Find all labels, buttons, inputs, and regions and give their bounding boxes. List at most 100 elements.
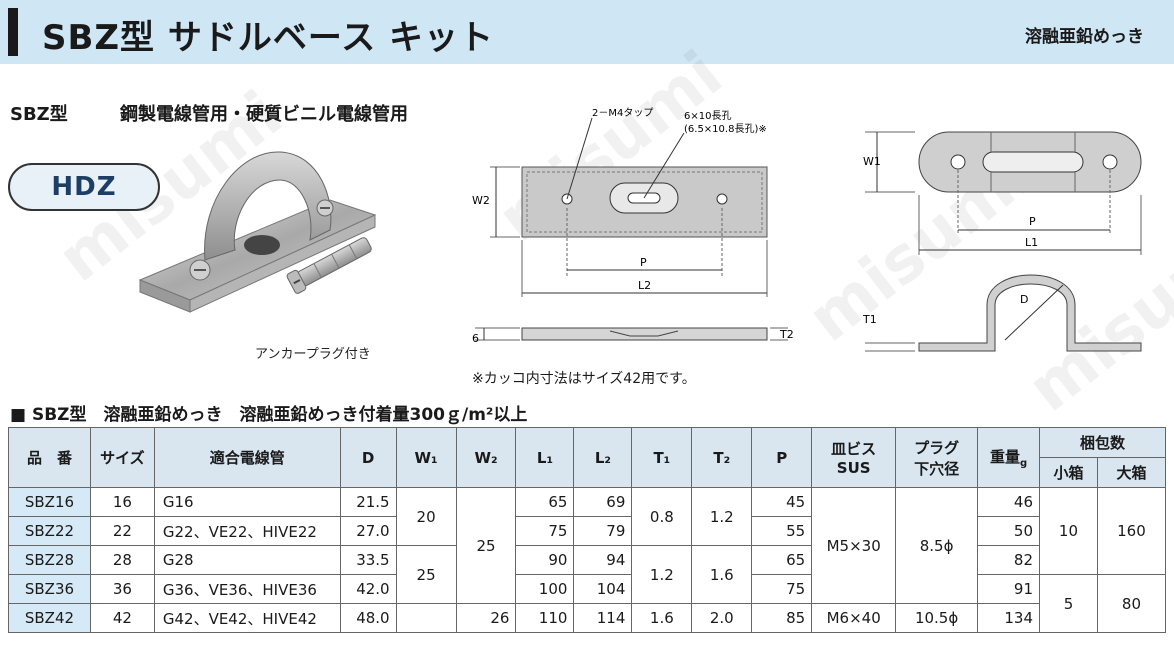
cell-large: 160 <box>1096 487 1167 575</box>
header-t1: T₁ <box>631 427 693 488</box>
cell-screw: M5×30 <box>811 487 897 604</box>
header-w1: W₁ <box>395 427 457 488</box>
cell-large: 80 <box>1096 574 1167 633</box>
plan-and-side-drawing: 2－M4タップ 6×10長孔 (6.5×10.8長孔)※ W2 P L2 6 T… <box>472 107 794 345</box>
page-title: SBZ型 サドルベース キット <box>42 18 495 58</box>
header-large: 大箱 <box>1096 457 1167 488</box>
cell-code: SBZ42 <box>8 603 91 633</box>
usage-label: 鋼製電線管用・硬質ビニル電線管用 <box>120 104 408 125</box>
cell-t2: 2.0 <box>691 603 753 633</box>
cell-l1: 75 <box>515 516 575 546</box>
cell-w2: 25 <box>455 487 517 604</box>
cell-conduit: G28 <box>153 545 341 575</box>
cell-p: 75 <box>751 574 813 604</box>
cell-code: SBZ16 <box>8 487 91 517</box>
cell-size: 42 <box>89 603 155 633</box>
finish-label: 溶融亜鉛めっき <box>1025 27 1144 47</box>
slot-label-alt: (6.5×10.8長孔)※ <box>684 123 767 135</box>
cell-size: 28 <box>89 545 155 575</box>
cell-l2: 94 <box>573 545 633 575</box>
section-title: ■ SBZ型 溶融亜鉛めっき 溶融亜鉛めっき付着量300ｇ/m²以上 <box>10 405 528 425</box>
header-weight-unit: g <box>1019 458 1028 469</box>
dim-p-right: P <box>1029 215 1036 228</box>
cell-conduit: G42、VE42、HIVE42 <box>153 603 341 633</box>
header-size: サイズ <box>89 427 155 488</box>
cell-weight: 82 <box>977 545 1041 575</box>
hdz-badge: HDZ <box>8 163 160 211</box>
cell-weight: 46 <box>977 487 1041 517</box>
header-code: 品 番 <box>8 427 91 488</box>
cell-p: 85 <box>751 603 813 633</box>
cell-code: SBZ22 <box>8 516 91 546</box>
header-weight-label: 重量 <box>989 448 1020 466</box>
dim-l1: L1 <box>1025 236 1038 249</box>
cell-plug: 10.5ϕ <box>895 603 979 633</box>
dim-l2: L2 <box>638 279 651 292</box>
cell-conduit: G22、VE22、HIVE22 <box>153 516 341 546</box>
cell-weight: 50 <box>977 516 1041 546</box>
dim-w2: W2 <box>472 194 490 207</box>
cell-weight: 91 <box>977 574 1041 604</box>
header-l2: L₂ <box>573 427 633 488</box>
cell-t2: 1.2 <box>691 487 753 546</box>
cell-plug: 8.5ϕ <box>895 487 979 604</box>
dim-six: 6 <box>472 332 479 345</box>
table-row: SBZ16 16 G16 21.5 20 25 65 69 0.8 1.2 45… <box>8 487 1167 604</box>
dim-t2: T2 <box>779 328 794 341</box>
cell-code: SBZ28 <box>8 545 91 575</box>
cell-size: 36 <box>89 574 155 604</box>
header-t2: T₂ <box>691 427 753 488</box>
header-accent-bar <box>8 8 18 56</box>
cell-p: 65 <box>751 545 813 575</box>
cell-d: 33.5 <box>339 545 397 575</box>
table-row: SBZ36 36 G36、VE36、HIVE36 42.0 100 104 75… <box>8 574 1167 633</box>
model-label: SBZ型 <box>10 104 68 125</box>
cell-l1: 110 <box>515 603 575 633</box>
table-row: SBZ42 42 G42、VE42、HIVE42 48.0 26 110 114… <box>8 603 1166 633</box>
header-conduit: 適合電線管 <box>153 427 341 488</box>
cell-code: SBZ36 <box>8 574 91 604</box>
cell-t1: 0.8 <box>631 487 693 546</box>
cell-screw: M6×40 <box>811 603 897 633</box>
product-illustration <box>138 151 377 313</box>
cell-w2: 26 <box>455 603 517 633</box>
cell-l1: 90 <box>515 545 575 575</box>
header-weight: 重量g <box>977 427 1041 488</box>
dim-t1: T1 <box>862 313 877 326</box>
cell-t1: 1.2 <box>631 545 693 604</box>
cell-size: 22 <box>89 516 155 546</box>
header-d: D <box>339 427 397 488</box>
header-small: 小箱 <box>1039 457 1098 488</box>
cell-p: 55 <box>751 516 813 546</box>
cell-t2: 1.6 <box>691 545 753 604</box>
header-screw-line2: SUS <box>836 459 871 477</box>
table-row: SBZ28 28 G28 33.5 25 90 94 1.2 1.6 65 82 <box>8 545 1166 604</box>
cell-small: 5 <box>1039 574 1098 633</box>
dim-d: D <box>1020 293 1028 306</box>
cell-l2: 114 <box>573 603 633 633</box>
cell-size: 16 <box>89 487 155 517</box>
cell-w1: 25 <box>395 545 457 604</box>
cell-w1: 20 <box>395 487 457 546</box>
table-row: SBZ22 22 G22、VE22、HIVE22 27.0 75 79 55 5… <box>8 516 1166 546</box>
cell-l2: 79 <box>573 516 633 546</box>
header-w2: W₂ <box>455 427 517 488</box>
tap-label: 2－M4タップ <box>592 107 653 119</box>
cell-p: 45 <box>751 487 813 517</box>
header-plug: プラグ下穴径 <box>895 427 979 488</box>
dim-w1: W1 <box>863 155 881 168</box>
dim-p: P <box>640 256 647 269</box>
header-plug-line1: プラグ <box>914 438 960 457</box>
cell-conduit: G36、VE36、HIVE36 <box>153 574 341 604</box>
cell-d: 48.0 <box>339 603 397 633</box>
page-header: SBZ型 サドルベース キット 溶融亜鉛めっき <box>0 0 1174 64</box>
slot-label: 6×10長孔 <box>684 110 731 122</box>
saddle-drawing: W1 P L1 D T1 <box>862 131 1142 352</box>
cell-l2: 104 <box>573 574 633 604</box>
cell-l1: 100 <box>515 574 575 604</box>
header-plug-line2: 下穴径 <box>914 459 960 478</box>
cell-small: 10 <box>1039 487 1098 575</box>
cell-d: 42.0 <box>339 574 397 604</box>
